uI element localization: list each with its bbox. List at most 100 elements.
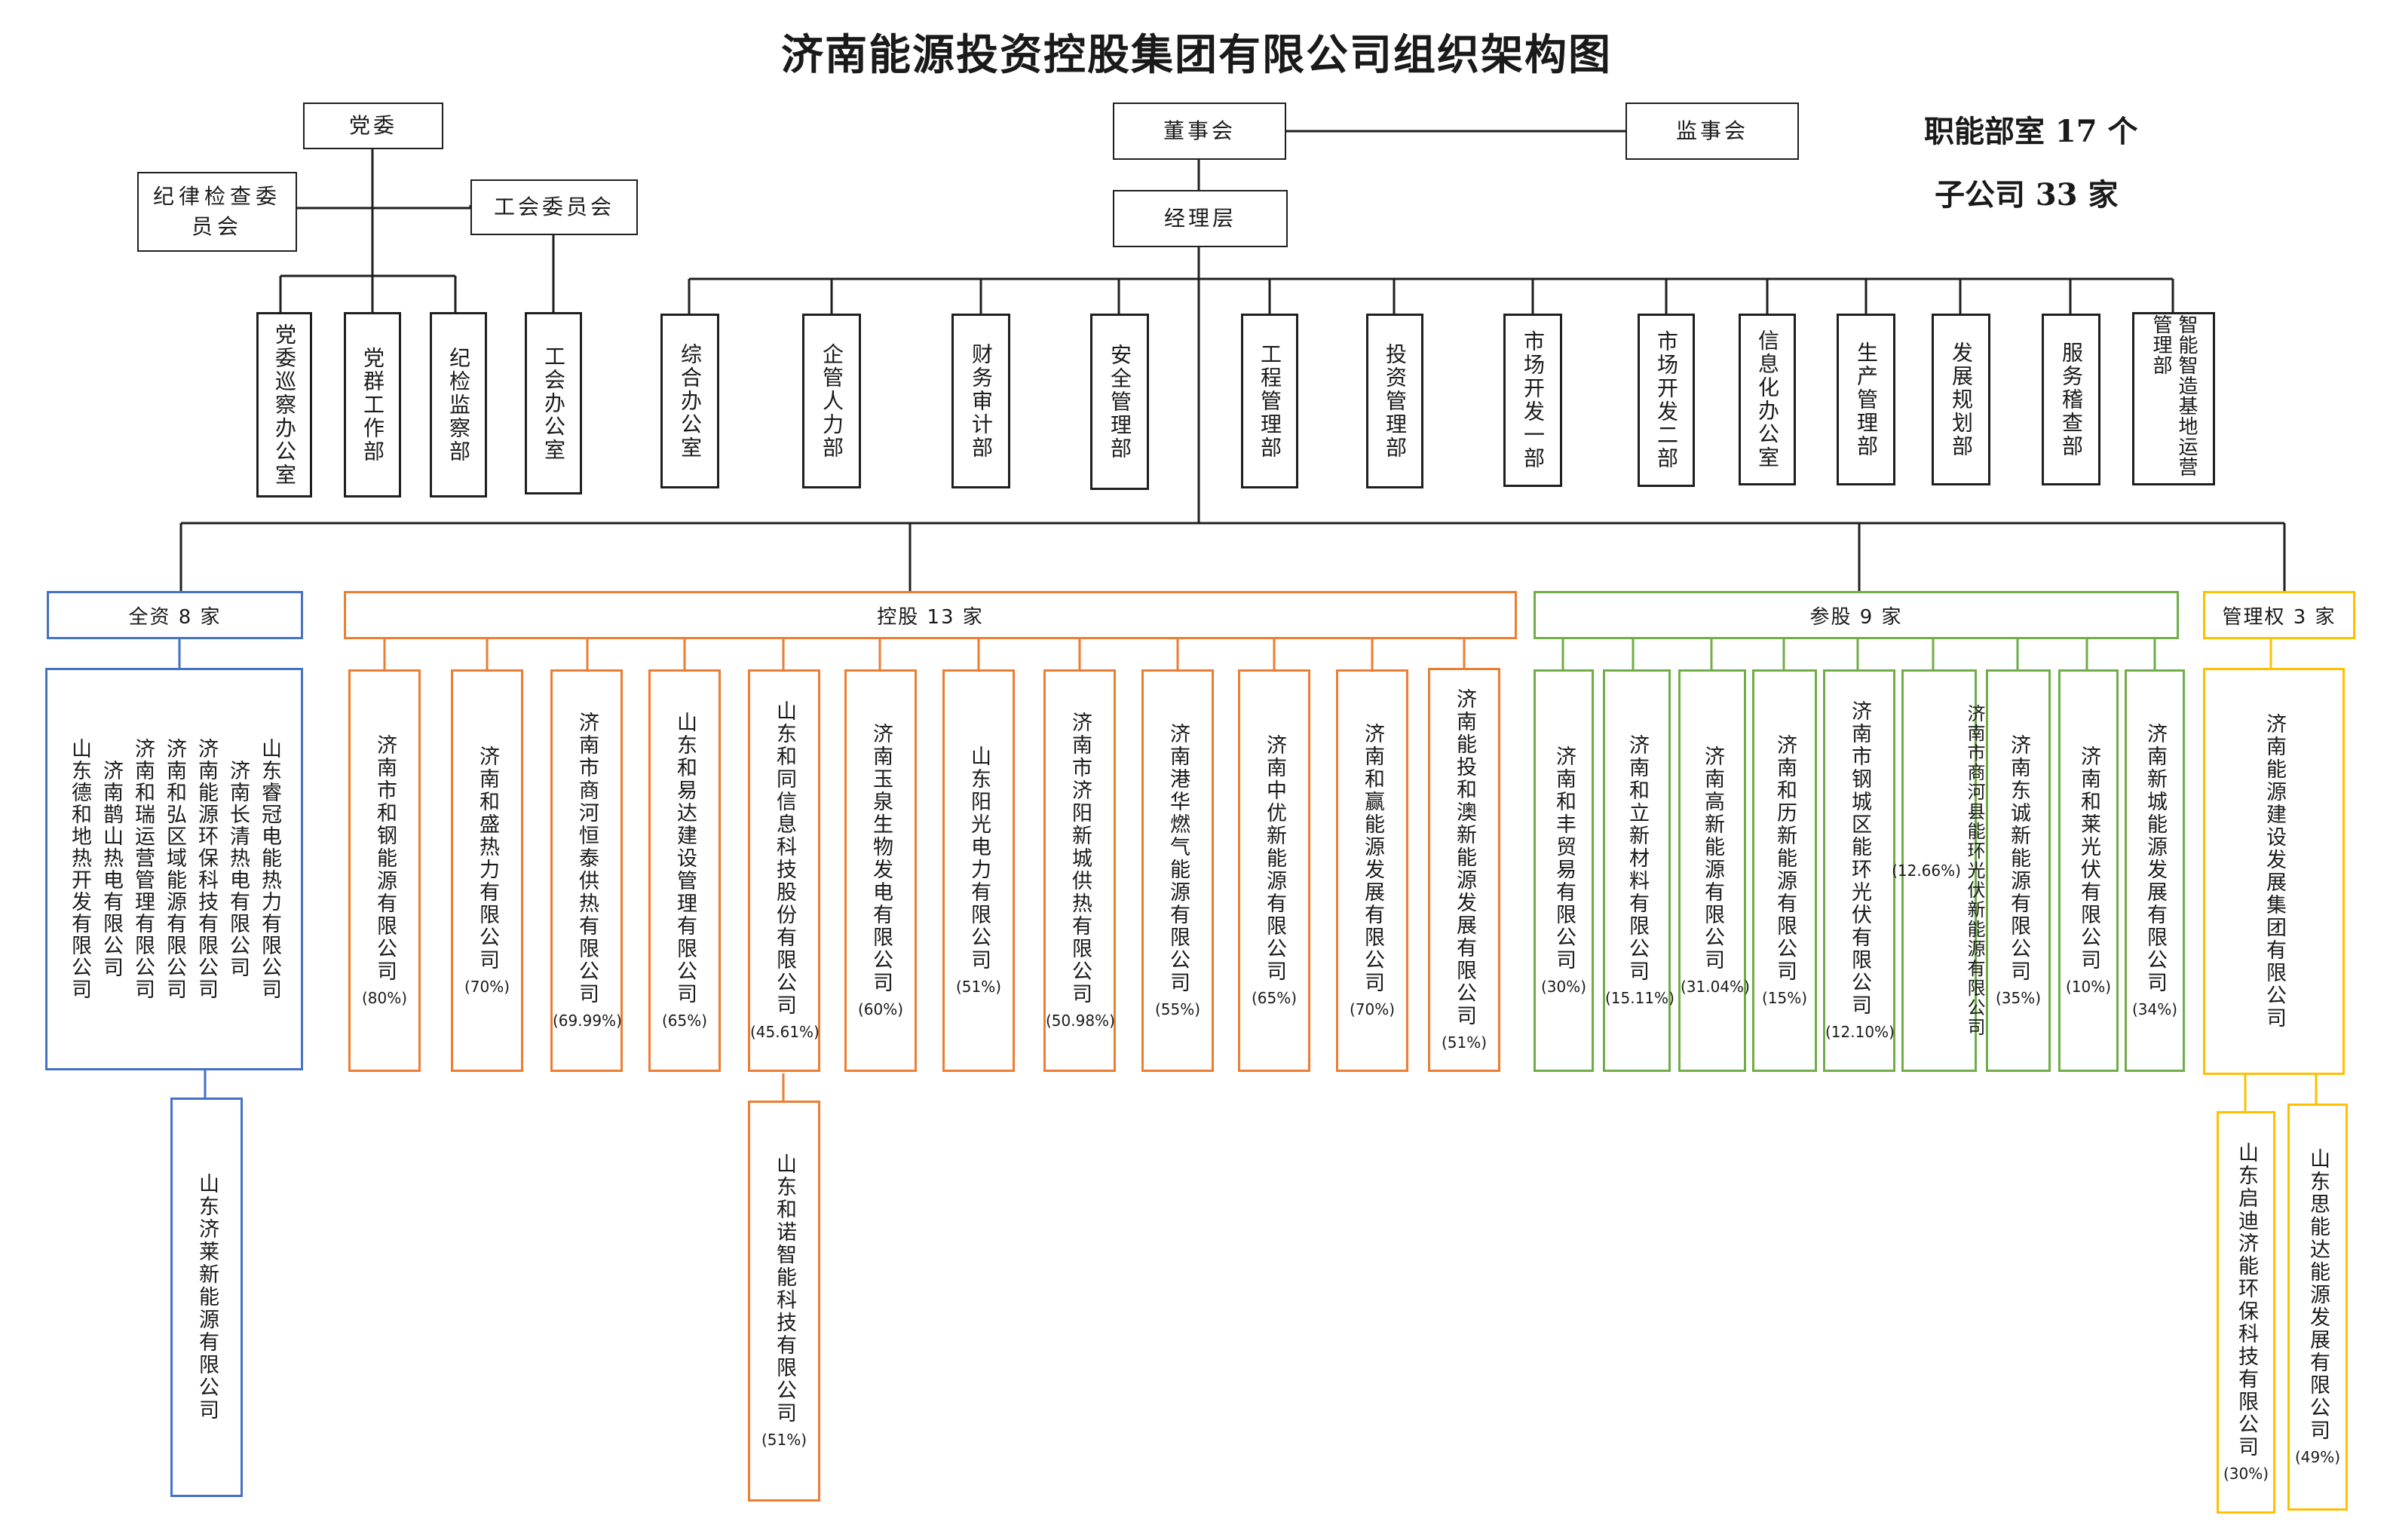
department-box: 投资管理部 — [1366, 314, 1423, 488]
company-name: 济南市钢城区能环光伏有限公司 — [1848, 700, 1871, 1017]
company-name: 济南鹊山热电有限公司 — [100, 760, 123, 978]
party-committee-box: 党委 — [303, 103, 443, 149]
department-label: 发展规划部 — [1949, 341, 1974, 458]
party-office-box: 党群工作部 — [344, 312, 401, 498]
holding-company: 济南中优新能源有限公司(65%) — [1238, 669, 1310, 1072]
stake-percent: (49%) — [2294, 1448, 2341, 1466]
holding-company: 山东和易达建设管理有限公司 (65%) — [648, 669, 721, 1072]
department-label: 服务稽查部 — [2059, 341, 2084, 458]
holding-company: 济南和赢能源发展有限公司(70%) — [1336, 669, 1408, 1072]
wholly-owned-sub-company: 山东济莱新能源有限公司 — [170, 1098, 243, 1497]
party-office-label: 党委巡察办公室 — [272, 323, 297, 487]
stake-percent: (12.10%) — [1825, 1023, 1895, 1041]
holding-company: 山东和同信息科技股份有限公司 (45.61%) — [748, 669, 820, 1072]
wholly-owned-companies: 山东睿冠电能热力有限公司 济南长清热电有限公司 济南能源环保科技有限公司 济南和… — [45, 668, 303, 1070]
department-label: 财务审计部 — [969, 342, 994, 460]
management-box: 经理层 — [1113, 190, 1288, 247]
department-box: 工程管理部 — [1241, 314, 1298, 488]
holding-company: 济南能投和澳新能源发展有限公司(51%) — [1428, 668, 1500, 1072]
party-office-box: 纪检监察部 — [430, 312, 487, 498]
participating-company: 济南和莱光伏有限公司(10%) — [2058, 669, 2119, 1072]
party-office-label: 党群工作部 — [360, 346, 385, 464]
participating-company: 济南市钢城区能环光伏有限公司 (12.10%) — [1823, 669, 1895, 1072]
company-name: 山东济莱新能源有限公司 — [195, 1173, 219, 1422]
stake-percent: (65%) — [661, 1012, 708, 1030]
participating-company: 济南和丰贸易有限公司(30%) — [1534, 669, 1594, 1072]
department-box: 服务稽查部 — [2042, 314, 2100, 485]
company-name: 山东和同信息科技股份有限公司 — [773, 700, 796, 1017]
participating-company: 济南东诚新能源有限公司 (35%) — [1986, 669, 2051, 1072]
stake-percent: (15%) — [1761, 989, 1808, 1007]
company-name: 济南东诚新能源有限公司 — [2007, 734, 2030, 983]
company-name: 山东德和地热开发有限公司 — [68, 738, 91, 1000]
holding-sub-company: 山东和诺智能科技有限公司(51%) — [748, 1101, 820, 1502]
company-name: 济南市济阳新城供热有限公司 — [1068, 712, 1092, 1006]
stake-percent: (34%) — [2131, 1000, 2178, 1018]
department-box: 信息化办公室 — [1739, 314, 1796, 485]
department-box: 综合办公室 — [660, 314, 719, 488]
department-box: 市场开发二部 — [1638, 314, 1695, 487]
participating-company: 济南新城能源发展有限公司 (34%) — [2125, 669, 2185, 1072]
company-name: 济南能源建设发展集团有限公司 — [2263, 713, 2286, 1030]
company-name: 济南新城能源发展有限公司 — [2143, 723, 2167, 994]
managed-company: 济南能源建设发展集团有限公司 — [2203, 668, 2345, 1075]
category-participating: 参股 9 家 — [1534, 591, 2179, 639]
category-managed: 管理权 3 家 — [2203, 591, 2355, 639]
board-box: 董事会 — [1113, 103, 1286, 160]
department-label: 投资管理部 — [1383, 342, 1408, 460]
department-label: 信息化办公室 — [1755, 329, 1780, 470]
department-label: 企管人力部 — [820, 342, 844, 460]
category-wholly-owned: 全资 8 家 — [47, 591, 303, 639]
company-name: 山东思能达能源发展有限公司 — [2306, 1148, 2330, 1442]
stake-percent: (51%) — [955, 978, 1002, 996]
stake-percent: (80%) — [361, 989, 408, 1007]
union-office-box: 工会办公室 — [525, 312, 582, 494]
department-label: 综合办公室 — [678, 342, 703, 460]
company-name: 济南中优新能源有限公司 — [1263, 734, 1286, 983]
stake-percent: (60%) — [857, 1000, 904, 1018]
department-label: 工程管理部 — [1258, 342, 1282, 460]
department-box: 发展规划部 — [1932, 314, 1990, 485]
department-box: 市场开发一部 — [1503, 314, 1562, 487]
stake-percent: (70%) — [1349, 1000, 1396, 1018]
company-name: 济南和莱光伏有限公司 — [2077, 746, 2100, 972]
department-box: 安全管理部 — [1090, 314, 1149, 490]
stake-percent: (35%) — [1995, 989, 2042, 1007]
party-office-label: 纪检监察部 — [446, 346, 471, 464]
company-name: 济南和瑞运营管理有限公司 — [131, 738, 155, 1000]
union-committee-box: 工会委员会 — [470, 179, 638, 235]
department-label: 智能智造基地运营管理部 — [2149, 314, 2198, 477]
stake-percent: (70%) — [464, 978, 510, 996]
participating-company: 济南市商河县能环光伏新能源有限公司(12.66%) — [1892, 669, 1985, 1072]
category-holding: 控股 13 家 — [344, 591, 1517, 639]
company-name: 济南港华燃气能源有限公司 — [1166, 723, 1190, 994]
company-name: 济南和盛热力有限公司 — [476, 746, 499, 972]
department-box: 财务审计部 — [951, 314, 1010, 488]
company-name: 济南市和钢能源有限公司 — [373, 734, 397, 983]
department-label: 市场开发二部 — [1654, 330, 1679, 470]
stake-percent: (51%) — [761, 1431, 807, 1449]
company-name: 山东和易达建设管理有限公司 — [673, 712, 697, 1006]
holding-company: 济南市商河恒泰供热有限公司(69.99%) — [550, 669, 623, 1072]
participating-company: 济南高新能源有限公司(31.04%) — [1678, 669, 1750, 1072]
department-box: 智能智造基地运营管理部 — [2132, 312, 2215, 485]
participating-company: 济南和立新材料有限公司(15.11%) — [1603, 669, 1674, 1072]
stake-percent: (69.99%) — [553, 1012, 622, 1030]
stake-percent: (50.98%) — [1046, 1012, 1115, 1030]
stake-percent: (45.61%) — [750, 1023, 820, 1041]
stake-percent: (30%) — [1540, 978, 1587, 996]
party-office-box: 党委巡察办公室 — [256, 312, 312, 498]
holding-company: 济南玉泉生物发电有限公司(60%) — [844, 669, 917, 1072]
company-name: 山东睿冠电能热力有限公司 — [258, 738, 281, 1000]
company-name: 山东阳光电力有限公司 — [967, 746, 991, 972]
holding-company: 山东阳光电力有限公司 (51%) — [942, 669, 1015, 1072]
stake-percent: (30%) — [2223, 1465, 2269, 1483]
supervisors-box: 监事会 — [1625, 103, 1799, 160]
stake-percent: (12.66%) — [1892, 862, 1961, 880]
department-label: 生产管理部 — [1854, 341, 1879, 458]
department-label: 安全管理部 — [1108, 343, 1132, 461]
company-name: 济南和历新能源有限公司 — [1773, 734, 1797, 983]
managed-sub-company: 山东启迪济能环保科技有限公司(30%) — [2217, 1111, 2275, 1514]
holding-company: 济南市济阳新城供热有限公司 (50.98%) — [1043, 669, 1116, 1072]
